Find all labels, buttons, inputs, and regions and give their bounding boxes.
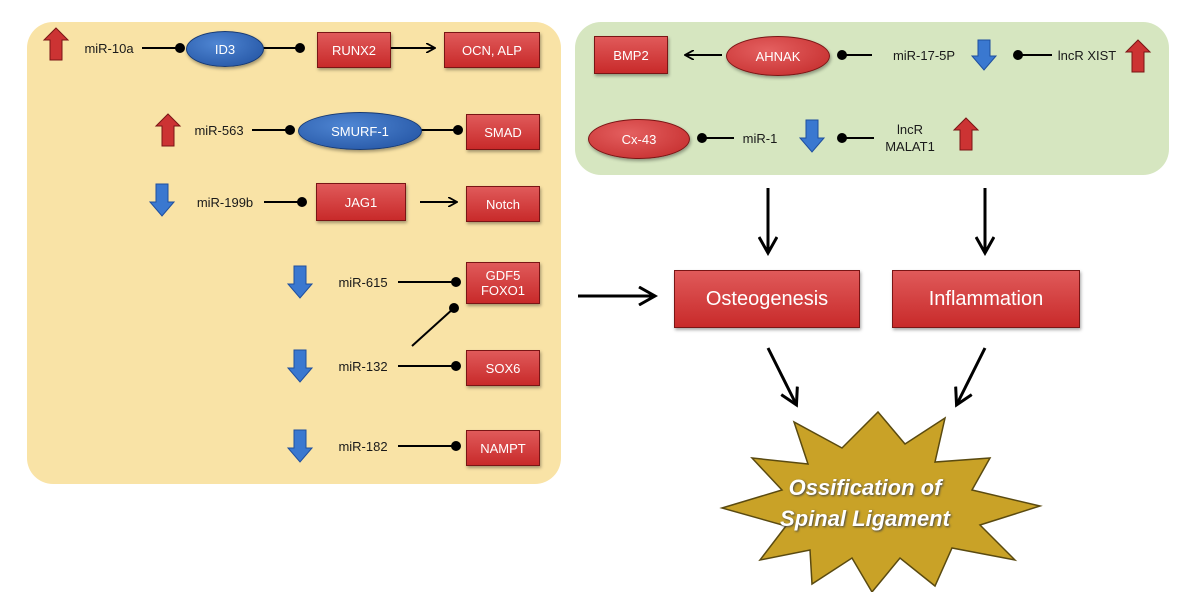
- mir-1-label: miR-1: [742, 131, 778, 146]
- mir-615-label: miR-615: [338, 275, 388, 290]
- left-panel: [27, 22, 561, 484]
- mir-132-label: miR-132: [338, 359, 388, 374]
- down-arrow-icon: [286, 429, 314, 463]
- inflammation-to-ossification-arrow: [957, 347, 987, 404]
- lncr-xist-label: lncR XIST: [1057, 48, 1117, 63]
- mir-10a-label: miR-10a: [84, 41, 134, 56]
- up-arrow-icon: [42, 27, 70, 61]
- down-arrow-icon: [286, 265, 314, 299]
- ahnak-node: AHNAK: [726, 36, 830, 76]
- inhibit-edge: [411, 307, 455, 347]
- ocn-alp-node: OCN, ALP: [444, 32, 540, 68]
- smad-node: SMAD: [466, 114, 540, 150]
- bmp2-node: BMP2: [594, 36, 668, 74]
- mir-17-5p-label: miR-17-5P: [892, 48, 956, 63]
- osteogenesis-to-ossification-arrow: [766, 347, 796, 404]
- mir-563-label: miR-563: [194, 123, 244, 138]
- runx2-node: RUNX2: [317, 32, 391, 68]
- ossification-burst: [719, 410, 1043, 592]
- gdf5-foxo1-node: GDF5 FOXO1: [466, 262, 540, 304]
- smurf-1-node: SMURF-1: [298, 112, 422, 150]
- up-arrow-icon: [1124, 39, 1152, 73]
- cx-43-node: Cx-43: [588, 119, 690, 159]
- ossification-label: Ossification of Spinal Ligament: [780, 475, 950, 531]
- notch-node: Notch: [466, 186, 540, 222]
- id3-node: ID3: [186, 31, 264, 67]
- down-arrow-icon: [148, 183, 176, 217]
- osteogenesis-node: Osteogenesis: [674, 270, 860, 328]
- inflammation-node: Inflammation: [892, 270, 1080, 328]
- lncr-malat1-label: lncR MALAT1: [885, 122, 935, 154]
- sox6-node: SOX6: [466, 350, 540, 386]
- jag1-node: JAG1: [316, 183, 406, 221]
- up-arrow-icon: [952, 117, 980, 151]
- mir-199b-label: miR-199b: [196, 195, 254, 210]
- nampt-node: NAMPT: [466, 430, 540, 466]
- down-arrow-icon: [286, 349, 314, 383]
- up-arrow-icon: [154, 113, 182, 147]
- mir-182-label: miR-182: [338, 439, 388, 454]
- down-arrow-icon: [798, 119, 826, 153]
- down-arrow-icon: [970, 39, 998, 71]
